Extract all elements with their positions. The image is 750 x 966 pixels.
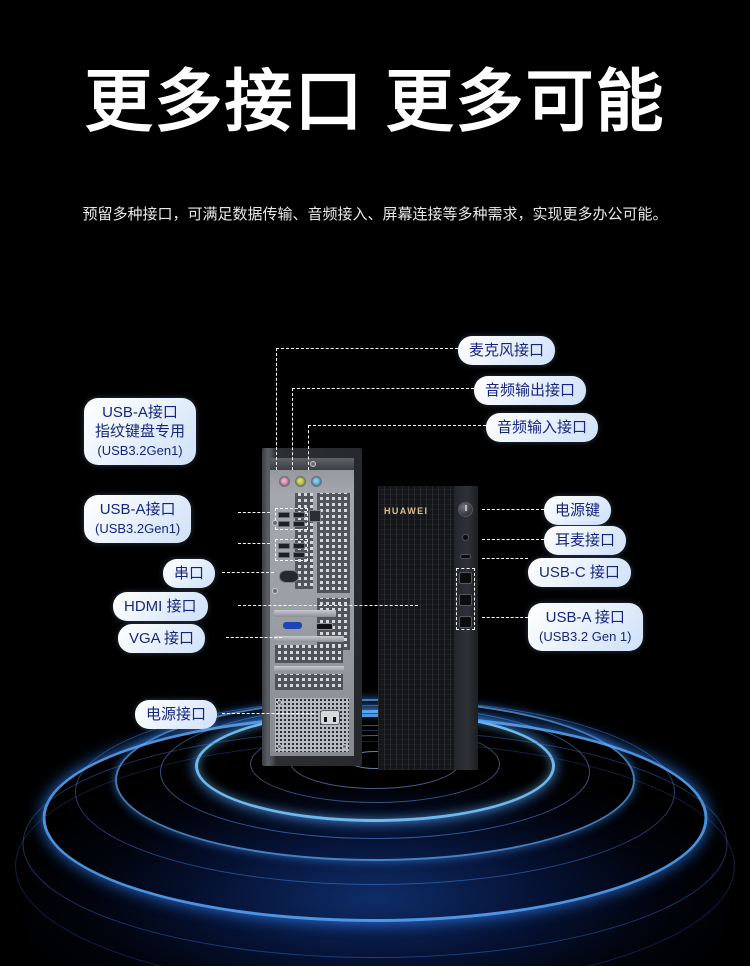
power-supply-mesh bbox=[275, 698, 349, 752]
leader-line-hdmi bbox=[238, 605, 418, 606]
leader-line-audio-output bbox=[292, 388, 293, 470]
rear-vent-grille bbox=[275, 645, 343, 663]
callout-line: USB-A接口 bbox=[102, 404, 178, 421]
leader-line-usb-a-fingerprint bbox=[238, 512, 270, 513]
callout-line: 耳麦接口 bbox=[555, 532, 616, 549]
usb-a-port bbox=[459, 594, 472, 606]
callout-hdmi-port[interactable]: HDMI 接口 bbox=[113, 592, 208, 621]
callout-line: USB-A接口 bbox=[99, 501, 176, 518]
callout-usb-a-port-rear[interactable]: USB-A接口 (USB3.2Gen1) bbox=[84, 495, 192, 543]
usb-a-port bbox=[278, 512, 290, 518]
usb-a-port bbox=[293, 512, 305, 518]
callout-serial-port[interactable]: 串口 bbox=[163, 559, 216, 588]
callout-power-connector[interactable]: 电源接口 bbox=[135, 700, 218, 729]
callout-usb-c-port[interactable]: USB-C 接口 bbox=[528, 558, 631, 587]
usb-a-port bbox=[459, 572, 472, 584]
callout-line: 指纹键盘专用 bbox=[95, 423, 186, 440]
usb-a-port bbox=[293, 552, 305, 558]
leader-line-power-button bbox=[482, 509, 544, 510]
usb-a-port bbox=[459, 616, 472, 628]
headset-jack bbox=[462, 534, 469, 541]
leader-line-usb-c bbox=[482, 558, 528, 559]
pedestal-ring bbox=[22, 730, 728, 958]
callout-line: 音频输出接口 bbox=[485, 382, 576, 399]
rear-screw bbox=[310, 461, 316, 467]
callout-usb-a-fingerprint-keyboard-port[interactable]: USB-A接口 指纹键盘专用 (USB3.2Gen1) bbox=[84, 398, 197, 465]
callout-line: (USB3.2 Gen 1) bbox=[539, 629, 632, 644]
front-io-strip bbox=[454, 486, 478, 770]
page-subtitle: 预留多种接口，可满足数据传输、音频接入、屏幕连接等多种需求，实现更多办公可能。 bbox=[82, 206, 668, 223]
usb-group-highlight-lower bbox=[275, 539, 308, 561]
expansion-slot-bar bbox=[274, 610, 336, 617]
callout-line: 音频输入接口 bbox=[497, 419, 588, 436]
leader-line-power-connector bbox=[222, 713, 314, 714]
expansion-slot-bar bbox=[274, 636, 344, 642]
rear-screw bbox=[272, 588, 278, 594]
rear-io-panel bbox=[270, 458, 354, 756]
ethernet-port bbox=[309, 510, 321, 522]
usb-group-highlight-front bbox=[456, 568, 475, 630]
vga-port-connector bbox=[282, 621, 303, 630]
callout-audio-output-port[interactable]: 音频输出接口 bbox=[474, 376, 587, 405]
front-grille bbox=[378, 486, 454, 770]
pedestal-ring bbox=[15, 741, 735, 966]
pedestal-ring bbox=[42, 714, 708, 922]
leader-line-usb-a-front bbox=[482, 617, 528, 618]
rear-screw bbox=[342, 744, 347, 749]
power-button[interactable] bbox=[458, 502, 473, 517]
usb-a-port bbox=[293, 521, 305, 527]
callout-line: VGA 接口 bbox=[129, 630, 195, 647]
leader-line-audio-output bbox=[292, 388, 474, 389]
callout-line: (USB3.2Gen1) bbox=[95, 521, 181, 536]
usb-a-port bbox=[278, 552, 290, 558]
callout-line: 串口 bbox=[174, 565, 205, 582]
callout-power-button[interactable]: 电源键 bbox=[544, 496, 612, 525]
leader-line-microphone bbox=[276, 348, 277, 470]
callout-line: (USB3.2Gen1) bbox=[97, 443, 183, 458]
rear-screw bbox=[277, 700, 282, 705]
expansion-slot-bar bbox=[274, 666, 344, 672]
rear-vent-grille bbox=[275, 674, 343, 690]
audio-input-jack bbox=[311, 476, 322, 487]
leader-line-audio-input bbox=[308, 425, 486, 426]
callout-line: HDMI 接口 bbox=[124, 598, 197, 615]
rear-screw bbox=[277, 744, 282, 749]
leader-line-headset bbox=[482, 539, 544, 540]
leader-line-audio-input bbox=[308, 425, 309, 470]
desktop-tower-rear-view bbox=[262, 448, 362, 766]
callout-vga-port[interactable]: VGA 接口 bbox=[118, 624, 206, 653]
leader-line-microphone bbox=[276, 348, 458, 349]
usb-a-port bbox=[278, 543, 290, 549]
microphone-jack bbox=[279, 476, 290, 487]
callout-usb-a-port-front[interactable]: USB-A 接口 (USB3.2 Gen 1) bbox=[528, 603, 643, 651]
pedestal-ring bbox=[160, 705, 590, 839]
callout-line: 电源键 bbox=[555, 502, 601, 519]
power-socket-connector bbox=[320, 710, 340, 725]
audio-output-jack bbox=[295, 476, 306, 487]
usb-group-highlight-upper bbox=[275, 508, 308, 530]
serial-port-connector bbox=[279, 570, 299, 583]
leader-line-serial bbox=[222, 572, 274, 573]
hdmi-port-connector bbox=[316, 623, 333, 630]
desktop-tower-front-view: HUAWEI bbox=[378, 486, 478, 770]
callout-headset-port[interactable]: 耳麦接口 bbox=[544, 526, 627, 555]
callout-line: 麦克风接口 bbox=[469, 342, 545, 359]
callout-line: 电源接口 bbox=[146, 706, 207, 723]
callout-line: USB-C 接口 bbox=[539, 564, 620, 581]
leader-line-usb-a-rear bbox=[238, 543, 270, 544]
glow-pedestal-rings bbox=[5, 699, 745, 966]
huawei-brand-logo: HUAWEI bbox=[384, 506, 429, 516]
page-title: 更多接口 更多可能 bbox=[84, 64, 666, 140]
pedestal-ring bbox=[195, 710, 555, 822]
rear-screw bbox=[272, 520, 278, 526]
rear-vent-grille bbox=[317, 493, 350, 593]
floor-glow bbox=[25, 790, 725, 966]
callout-line: USB-A 接口 bbox=[545, 609, 625, 626]
usb-a-port bbox=[278, 521, 290, 527]
callout-microphone-port[interactable]: 麦克风接口 bbox=[458, 336, 556, 365]
leader-line-vga bbox=[226, 637, 282, 638]
usb-c-port bbox=[460, 554, 471, 559]
usb-a-port bbox=[293, 543, 305, 549]
callout-audio-input-port[interactable]: 音频输入接口 bbox=[486, 413, 599, 442]
